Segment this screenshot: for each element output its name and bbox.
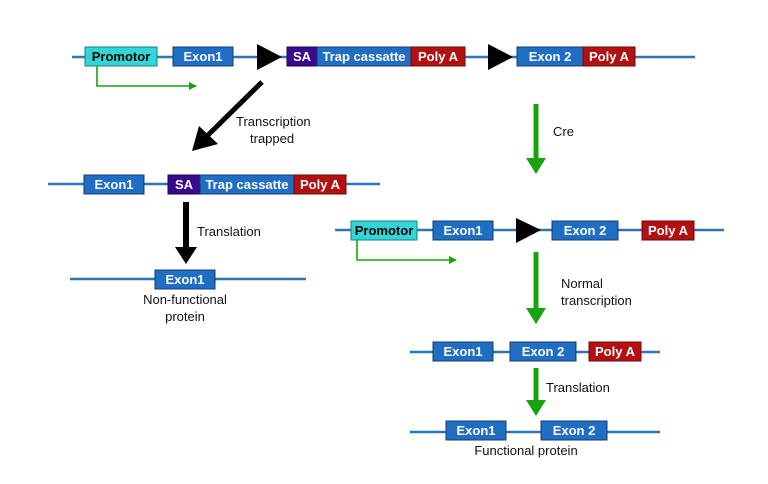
- exon2-box: Exon 2: [540, 420, 608, 441]
- transcription-start-arrow-icon: [96, 66, 197, 90]
- promotor-box: Promotor: [84, 46, 158, 67]
- polya-label: Poly A: [418, 49, 459, 64]
- exon1-label: Exon1: [443, 344, 482, 359]
- translation-right-label: Translation: [546, 380, 610, 395]
- exon1-label: Exon1: [94, 177, 133, 192]
- polya-box: Poly A: [641, 220, 695, 241]
- row-trapped-transcript: Exon1 SA Trap cassatte Poly A: [48, 174, 380, 195]
- exon1-box: Exon1: [172, 46, 234, 67]
- trap-cassette-box: Trap cassatte: [316, 46, 412, 67]
- exon2-label: Exon 2: [529, 49, 572, 64]
- sa-label: SA: [293, 49, 312, 64]
- polya-label: Poly A: [648, 223, 689, 238]
- row-construct: Promotor Exon1 SA Trap cassatte Poly A E…: [72, 44, 695, 90]
- nonfunctional-label-1: Non-functional: [143, 292, 227, 307]
- sa-box: SA: [286, 46, 318, 67]
- down-arrow-icon: [526, 104, 546, 174]
- exon1-box: Exon1: [154, 269, 216, 290]
- polya-box: Poly A: [293, 174, 347, 195]
- row-after-cre: Promotor Exon1 Exon 2 Poly A: [335, 218, 724, 264]
- translation-left-label: Translation: [197, 224, 261, 239]
- exon2-label: Exon 2: [564, 223, 607, 238]
- sa-box: SA: [167, 174, 201, 195]
- exon1-box: Exon1: [83, 174, 145, 195]
- trap-cassette-label: Trap cassatte: [205, 177, 288, 192]
- exon1-box: Exon1: [432, 220, 494, 241]
- nonfunctional-label-2: protein: [165, 309, 205, 324]
- trap-cassette-box: Trap cassatte: [199, 174, 295, 195]
- sa-label: SA: [175, 177, 194, 192]
- exon2-box: Exon 2: [551, 220, 619, 241]
- polya-box-2: Poly A: [582, 46, 636, 67]
- polya-box: Poly A: [588, 341, 642, 362]
- exon2-label: Exon 2: [522, 344, 565, 359]
- row-nonfunctional-protein: Exon1: [70, 269, 306, 290]
- transcription-start-arrow-icon: [356, 240, 457, 264]
- exon1-box: Exon1: [445, 420, 507, 441]
- exon1-label: Exon1: [165, 272, 204, 287]
- exon1-label: Exon1: [183, 49, 222, 64]
- loxp-triangle-icon: [257, 44, 282, 70]
- row-functional-protein: Exon1 Exon 2: [410, 420, 660, 441]
- loxp-triangle-icon: [516, 218, 541, 243]
- polya-label: Poly A: [595, 344, 636, 359]
- exon2-label: Exon 2: [553, 423, 596, 438]
- normal-transcription-label-2: transcription: [561, 293, 632, 308]
- promotor-label: Promotor: [355, 223, 414, 238]
- cre-label: Cre: [553, 124, 574, 139]
- promotor-label: Promotor: [92, 49, 151, 64]
- exon1-label: Exon1: [456, 423, 495, 438]
- promotor-box: Promotor: [350, 220, 418, 241]
- functional-protein-label: Functional protein: [474, 443, 577, 458]
- trap-cassette-label: Trap cassatte: [322, 49, 405, 64]
- exon2-box: Exon 2: [509, 341, 577, 362]
- down-arrow-icon: [526, 252, 546, 324]
- loxp-triangle-icon: [488, 44, 513, 70]
- diagonal-arrow-icon: [192, 80, 264, 151]
- polya-label-2: Poly A: [589, 49, 630, 64]
- down-arrow-icon: [175, 202, 197, 264]
- exon1-label: Exon1: [443, 223, 482, 238]
- exon1-box: Exon1: [432, 341, 494, 362]
- transcription-trapped-label-1: Transcription: [236, 114, 311, 129]
- normal-transcription-label-1: Normal: [561, 276, 603, 291]
- exon2-box: Exon 2: [516, 46, 584, 67]
- down-arrow-icon: [526, 368, 546, 416]
- transcription-trapped-label-2: trapped: [250, 131, 294, 146]
- polya-box: Poly A: [410, 46, 466, 67]
- polya-label: Poly A: [300, 177, 341, 192]
- row-normal-transcript: Exon1 Exon 2 Poly A: [410, 341, 660, 362]
